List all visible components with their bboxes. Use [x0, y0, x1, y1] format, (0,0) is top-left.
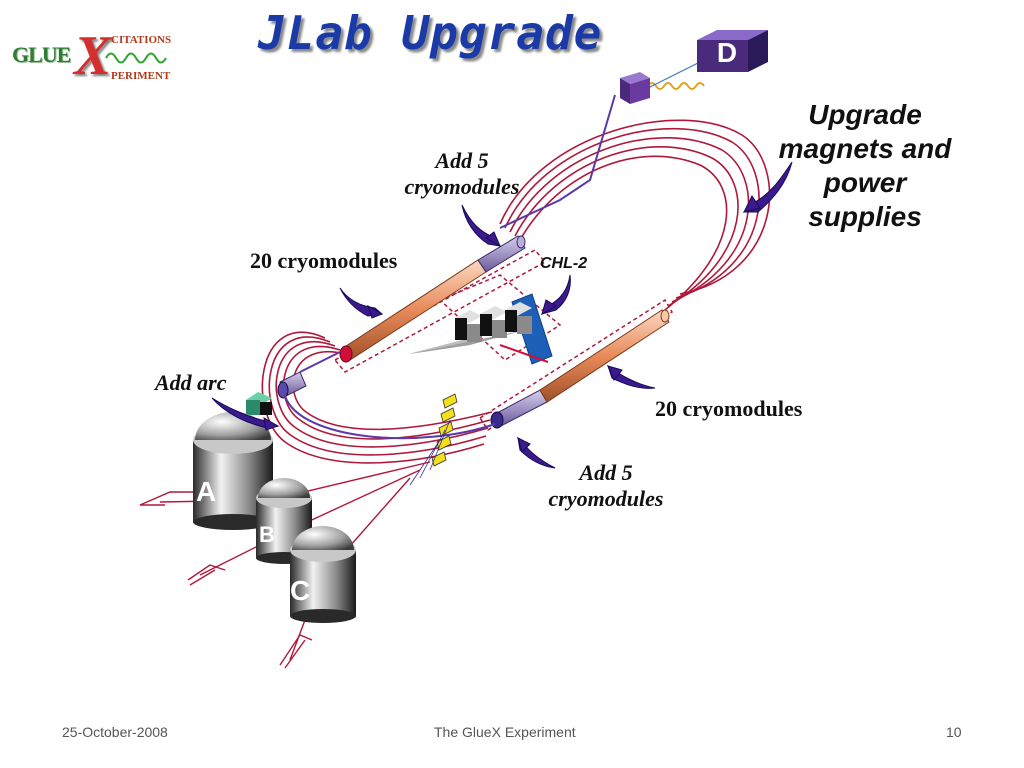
hall-d-beamline	[499, 30, 768, 229]
linac-outlines	[333, 249, 674, 432]
chl2-label: CHL-2	[540, 255, 588, 272]
injector-box	[246, 392, 272, 415]
hall-c-shape	[290, 526, 356, 623]
add5-bottom-line-1: Add 5	[579, 460, 633, 485]
gluex-logo: GLUE X CITATIONS PERIMENT	[10, 25, 175, 88]
logo-wave-icon	[105, 52, 167, 64]
chl2-refrigerator	[408, 293, 553, 365]
add5-top-line-2: cryomodules	[404, 174, 520, 199]
cryomodules-20-left-label: 20 cryomodules	[250, 248, 398, 273]
logo-citations-text: CITATIONS	[111, 34, 172, 46]
upgrade-line-4: supplies	[808, 201, 922, 232]
footer-page-number: 10	[946, 724, 962, 740]
hall-d-label: D	[716, 37, 738, 68]
footer-date: 25-October-2008	[62, 724, 168, 740]
separator-markers	[409, 393, 458, 486]
hall-a-label: A	[196, 476, 217, 507]
logo-x-letter: X	[74, 25, 112, 87]
recirculation-arcs	[261, 119, 771, 464]
south-linac	[490, 309, 670, 429]
north-linac	[339, 235, 526, 363]
cryomodules-20-right-label: 20 cryomodules	[655, 396, 803, 421]
add5-cryomodules-top-label: Add 5 cryomodules	[392, 148, 532, 200]
add5-cryomodules-bottom-label: Add 5 cryomodules	[536, 460, 676, 512]
logo-periment-text: PERIMENT	[111, 70, 171, 82]
hall-b-label: B	[259, 522, 275, 547]
slide-title: JLab Upgrade	[258, 6, 603, 60]
footer-title: The GlueX Experiment	[434, 724, 576, 740]
upgrade-line-2: magnets and	[778, 133, 952, 164]
add5-bottom-line-2: cryomodules	[548, 486, 664, 511]
hall-c-label: C	[290, 575, 311, 606]
add5-top-line-1: Add 5	[435, 148, 489, 173]
upgrade-line-1: Upgrade	[808, 99, 922, 130]
add-arc-label: Add arc	[155, 370, 227, 395]
logo-glue-text: GLUE	[12, 42, 71, 67]
callout-arrows	[211, 161, 793, 469]
upgrade-magnets-label: Upgrade magnets and power supplies	[760, 98, 970, 234]
add-arc-segment	[277, 351, 496, 440]
upgrade-line-3: power	[823, 167, 907, 198]
